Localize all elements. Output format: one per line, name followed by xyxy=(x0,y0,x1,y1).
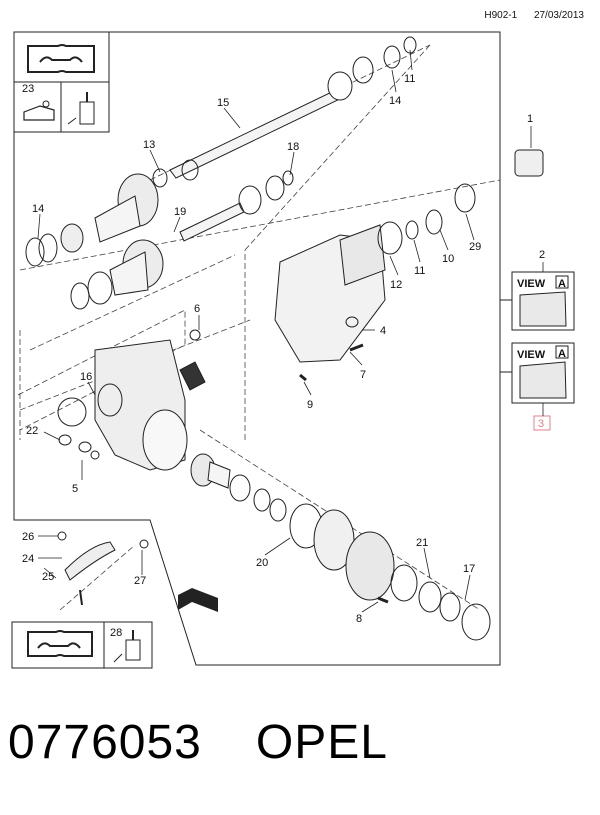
transfer-case-housing xyxy=(57,329,206,471)
lower-gear-assembly xyxy=(70,170,294,310)
sealant-tube-icon xyxy=(23,100,55,121)
callout-14-left: 14 xyxy=(32,203,44,215)
callout-17: 17 xyxy=(463,563,475,575)
callout-12: 12 xyxy=(390,279,402,291)
lubricant-bottle-icon xyxy=(113,630,141,663)
callout-9: 9 xyxy=(307,399,313,411)
view-label-lower: VIEW xyxy=(517,349,546,361)
callout-21: 21 xyxy=(416,537,428,549)
view-marker-upper: A xyxy=(558,278,566,290)
callout-11-top: 11 xyxy=(404,73,415,85)
view-inset-lower: VIEW A xyxy=(511,342,575,404)
drawing-code: H902-1 xyxy=(484,10,518,21)
right-housing xyxy=(274,149,544,382)
view-inset-upper: VIEW A xyxy=(511,271,575,331)
callout-1: 1 xyxy=(527,113,533,125)
callout-29: 29 xyxy=(469,241,481,253)
callout-25: 25 xyxy=(42,571,54,583)
exploded-parts-diagram: 23 28 xyxy=(11,31,575,669)
view-label-upper: VIEW xyxy=(517,278,546,290)
callout-20: 20 xyxy=(256,557,268,569)
callout-3: 3 xyxy=(538,418,544,430)
part-number: 0776053 xyxy=(8,716,202,769)
callout-16: 16 xyxy=(80,371,92,383)
upper-shaft xyxy=(169,36,417,181)
callout-2: 2 xyxy=(539,249,545,261)
callout-7: 7 xyxy=(360,369,366,381)
manual-icon xyxy=(27,630,93,657)
callout-18: 18 xyxy=(287,141,299,153)
manual-icon xyxy=(27,44,95,73)
callout-28: 28 xyxy=(110,627,122,639)
callout-4: 4 xyxy=(380,325,386,337)
callout-24: 24 xyxy=(22,553,34,565)
breather-assembly xyxy=(57,531,149,606)
callout-11-right: 11 xyxy=(414,265,425,277)
callout-10: 10 xyxy=(442,253,454,265)
diagram-frame xyxy=(13,31,501,666)
callout-14-top: 14 xyxy=(389,95,401,107)
output-shaft-group xyxy=(190,453,491,641)
callout-22: 22 xyxy=(26,425,38,437)
catalog-footer: 0776053 OPEL xyxy=(8,715,388,770)
callout-27: 27 xyxy=(134,575,146,587)
callout-13: 13 xyxy=(143,139,155,151)
brand-name: OPEL xyxy=(255,716,388,769)
left-bearing-stack xyxy=(25,223,84,267)
drawing-date: 27/03/2013 xyxy=(533,10,584,21)
drive-gear-assembly xyxy=(94,168,168,243)
tool-box-bottom: 28 xyxy=(11,621,153,669)
tool-box-top: 23 xyxy=(13,31,110,133)
callout-26: 26 xyxy=(22,531,34,543)
front-direction-arrow-icon xyxy=(178,588,218,612)
callout-6: 6 xyxy=(194,303,200,315)
callout-19: 19 xyxy=(174,206,186,218)
view-marker-lower: A xyxy=(558,348,566,360)
callout-23: 23 xyxy=(22,83,34,95)
highlight-box-3 xyxy=(533,415,551,431)
callout-5: 5 xyxy=(72,483,78,495)
page-header: H902-1 27/03/2013 xyxy=(470,10,584,21)
callout-leader-lines xyxy=(37,49,544,613)
callout-15: 15 xyxy=(217,97,229,109)
callout-8: 8 xyxy=(356,613,362,625)
lubricant-bottle-icon xyxy=(67,92,95,125)
